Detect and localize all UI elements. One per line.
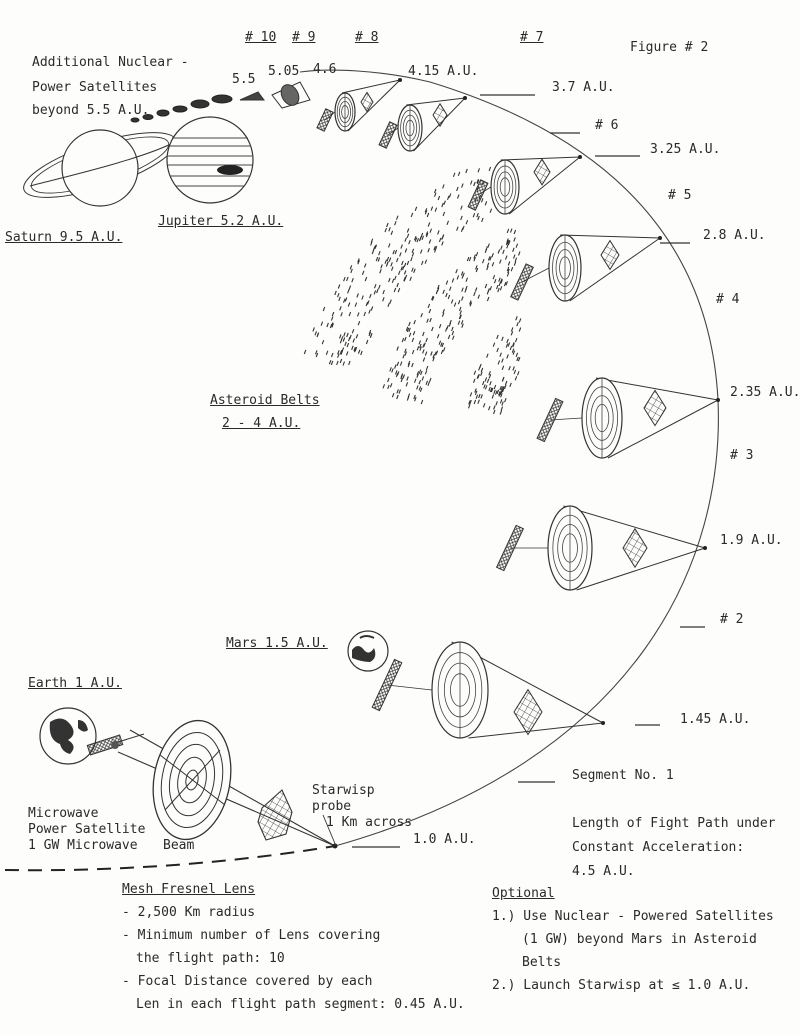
- distance-label: 1.9 A.U.: [720, 533, 783, 548]
- segment-label-5: # 5: [668, 188, 692, 203]
- asteroid-belts-range: 2 - 4 A.U.: [222, 416, 301, 431]
- distance-label: 5.05: [268, 64, 300, 79]
- segment-label-8: # 8: [355, 30, 379, 45]
- earth-fresnel-lens-icon: [117, 719, 338, 849]
- segment-label-10: # 10: [245, 30, 277, 45]
- fresnel-lens-units: [316, 78, 720, 739]
- lens-notes: Mesh Fresnel Lens - 2,500 Km radius - Mi…: [122, 878, 465, 1016]
- probe-label-line1: Starwisp: [312, 783, 375, 798]
- optional-title: Optional: [492, 886, 555, 901]
- figure-label: Figure # 2: [630, 40, 709, 55]
- microwave-label-line1: Microwave: [28, 806, 99, 821]
- earth-icon: [39, 707, 97, 765]
- earth-label: Earth 1 A.U.: [28, 676, 122, 691]
- optional-line: (1 GW) beyond Mars in Asteroid: [522, 932, 757, 947]
- lens-note-line: - Focal Distance covered by each: [122, 974, 373, 989]
- segment-label-9: # 9: [292, 30, 316, 45]
- distance-label: 4.15 A.U.: [408, 64, 479, 79]
- beam-label: Beam: [163, 838, 195, 853]
- flight-path-arc: [299, 69, 719, 847]
- lens-note-line: - 2,500 Km radius: [122, 905, 256, 920]
- optional-line: 2.) Launch Starwisp at ≤ 1.0 A.U.: [492, 978, 751, 993]
- segment-label-6: # 6: [595, 118, 619, 133]
- segment-label-2: # 2: [720, 612, 744, 627]
- mars-label: Mars 1.5 A.U.: [226, 636, 328, 651]
- distance-label: 3.7 A.U.: [552, 80, 615, 95]
- additional-nuclear-line2: Power Satellites: [32, 80, 158, 95]
- flight-path-line1: Length of Fight Path under: [572, 816, 776, 831]
- additional-nuclear-line3: beyond 5.5 A.U.: [32, 103, 150, 118]
- probe-label-line2: probe: [312, 799, 352, 814]
- segment-label-4: # 4: [716, 292, 740, 307]
- lens-note-line: the flight path: 10: [136, 951, 285, 966]
- distance-label: 1.0 A.U.: [413, 832, 476, 847]
- lens-notes-title: Mesh Fresnel Lens: [122, 882, 256, 897]
- distance-label: 4.6: [313, 62, 337, 77]
- microwave-label-line3: 1 GW Microwave: [28, 838, 138, 853]
- mars-icon: [347, 630, 389, 672]
- asteroid-belts-title: Asteroid Belts: [210, 393, 320, 408]
- segment-label-1: Segment No. 1: [572, 768, 674, 783]
- launch-dashed-line: [4, 845, 336, 872]
- jupiter-icon: [166, 116, 254, 204]
- additional-satellites-icons: [130, 94, 233, 123]
- saturn-icon: [23, 129, 177, 207]
- lens-note-line: Len in each flight path segment: 0.45 A.…: [136, 997, 465, 1012]
- distance-ticks: [352, 94, 705, 848]
- segment-label-3: # 3: [730, 448, 754, 463]
- satellite-icons-far: [239, 81, 311, 109]
- distance-label: 2.35 A.U.: [730, 385, 800, 400]
- jupiter-label: Jupiter 5.2 A.U.: [158, 214, 284, 229]
- segment-label-7: # 7: [520, 30, 544, 45]
- distance-label: 5.5: [232, 72, 256, 87]
- lens-note-line: - Minimum number of Lens covering: [122, 928, 381, 943]
- asteroid-belts: [303, 166, 522, 415]
- probe-pointer: [322, 814, 337, 847]
- optional-line: 1.) Use Nuclear - Powered Satellites: [492, 909, 774, 924]
- flight-path-line2: Constant Acceleration:: [572, 840, 745, 855]
- probe-label-line3: 1 Km across: [326, 815, 413, 830]
- optional-notes: Optional 1.) Use Nuclear - Powered Satel…: [492, 882, 774, 997]
- distance-label: 2.8 A.U.: [703, 228, 766, 243]
- saturn-label: Saturn 9.5 A.U.: [5, 230, 123, 245]
- flight-path-line3: 4.5 A.U.: [572, 864, 635, 879]
- optional-line: Belts: [522, 955, 562, 970]
- additional-nuclear-line1: Additional Nuclear -: [32, 55, 189, 70]
- microwave-label-line2: Power Satellite: [28, 822, 146, 837]
- distance-label: 1.45 A.U.: [680, 712, 751, 727]
- distance-label: 3.25 A.U.: [650, 142, 721, 157]
- earth-microwave-satellite-icon: [86, 733, 145, 756]
